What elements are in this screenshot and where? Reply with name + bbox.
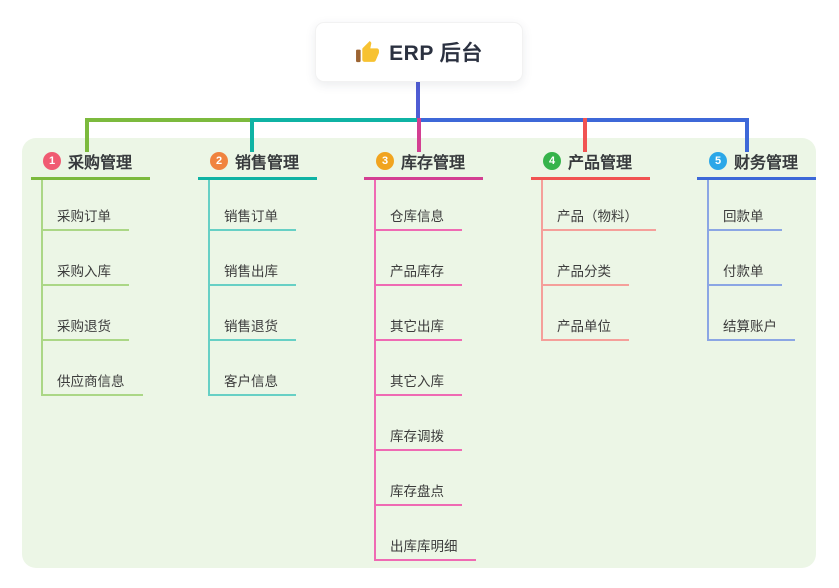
child-node-供应商信息[interactable]: 供应商信息: [41, 370, 143, 396]
child-node-采购订单[interactable]: 采购订单: [41, 205, 129, 231]
child-node-回款单[interactable]: 回款单: [707, 205, 782, 231]
child-node-销售退货[interactable]: 销售退货: [208, 315, 296, 341]
root-node[interactable]: ERP 后台: [315, 22, 523, 82]
branch-number-badge: 3: [376, 151, 394, 170]
branch-node-采购管理[interactable]: 1 采购管理: [31, 148, 150, 180]
hbar-segment-teal: [254, 118, 417, 122]
child-node-产品分类[interactable]: 产品分类: [541, 260, 629, 286]
child-node-付款单[interactable]: 付款单: [707, 260, 782, 286]
branch-label: 财务管理: [734, 154, 799, 172]
child-node-出库库明细[interactable]: 出库库明细: [374, 535, 476, 561]
branch-node-库存管理[interactable]: 3 库存管理: [364, 148, 483, 180]
child-spine-line: [374, 178, 376, 561]
child-node-仓库信息[interactable]: 仓库信息: [374, 205, 462, 231]
branch-node-财务管理[interactable]: 5 财务管理: [697, 148, 816, 180]
child-spine-line: [41, 178, 43, 396]
branch-label: 产品管理: [568, 154, 633, 172]
branch-node-产品管理[interactable]: 4 产品管理: [531, 148, 650, 180]
child-node-产品库存[interactable]: 产品库存: [374, 260, 462, 286]
child-spine-line: [707, 178, 709, 341]
root-title: ERP 后台: [389, 42, 483, 65]
branch-drop-line-4: [583, 118, 587, 152]
branch-drop-line-3: [417, 118, 421, 152]
branch-number-badge: 5: [709, 151, 727, 170]
branch-drop-line-1: [85, 118, 89, 152]
child-node-销售出库[interactable]: 销售出库: [208, 260, 296, 286]
child-node-库存调拨[interactable]: 库存调拨: [374, 425, 462, 451]
branch-number-badge: 2: [210, 151, 228, 170]
child-node-其它入库[interactable]: 其它入库: [374, 370, 462, 396]
child-node-结算账户[interactable]: 结算账户: [707, 315, 795, 341]
root-stem-line: [416, 82, 420, 122]
child-node-客户信息[interactable]: 客户信息: [208, 370, 296, 396]
child-spine-line: [208, 178, 210, 396]
branch-label: 销售管理: [235, 154, 300, 172]
hbar-segment-green: [85, 118, 254, 122]
child-spine-line: [541, 178, 543, 341]
branches-panel: [22, 138, 816, 568]
branch-drop-line-2: [250, 118, 254, 152]
child-node-库存盘点[interactable]: 库存盘点: [374, 480, 462, 506]
child-node-其它出库[interactable]: 其它出库: [374, 315, 462, 341]
child-node-销售订单[interactable]: 销售订单: [208, 205, 296, 231]
branch-label: 库存管理: [401, 154, 466, 172]
branch-drop-line-5: [745, 118, 749, 152]
child-node-产品单位[interactable]: 产品单位: [541, 315, 629, 341]
branch-number-badge: 1: [43, 151, 61, 170]
child-node-采购入库[interactable]: 采购入库: [41, 260, 129, 286]
branch-number-badge: 4: [543, 151, 561, 170]
thumbs-up-icon: [355, 40, 380, 65]
child-node-采购退货[interactable]: 采购退货: [41, 315, 129, 341]
child-node-产品（物料）[interactable]: 产品（物料）: [541, 205, 656, 231]
branch-node-销售管理[interactable]: 2 销售管理: [198, 148, 317, 180]
branch-label: 采购管理: [68, 154, 133, 172]
